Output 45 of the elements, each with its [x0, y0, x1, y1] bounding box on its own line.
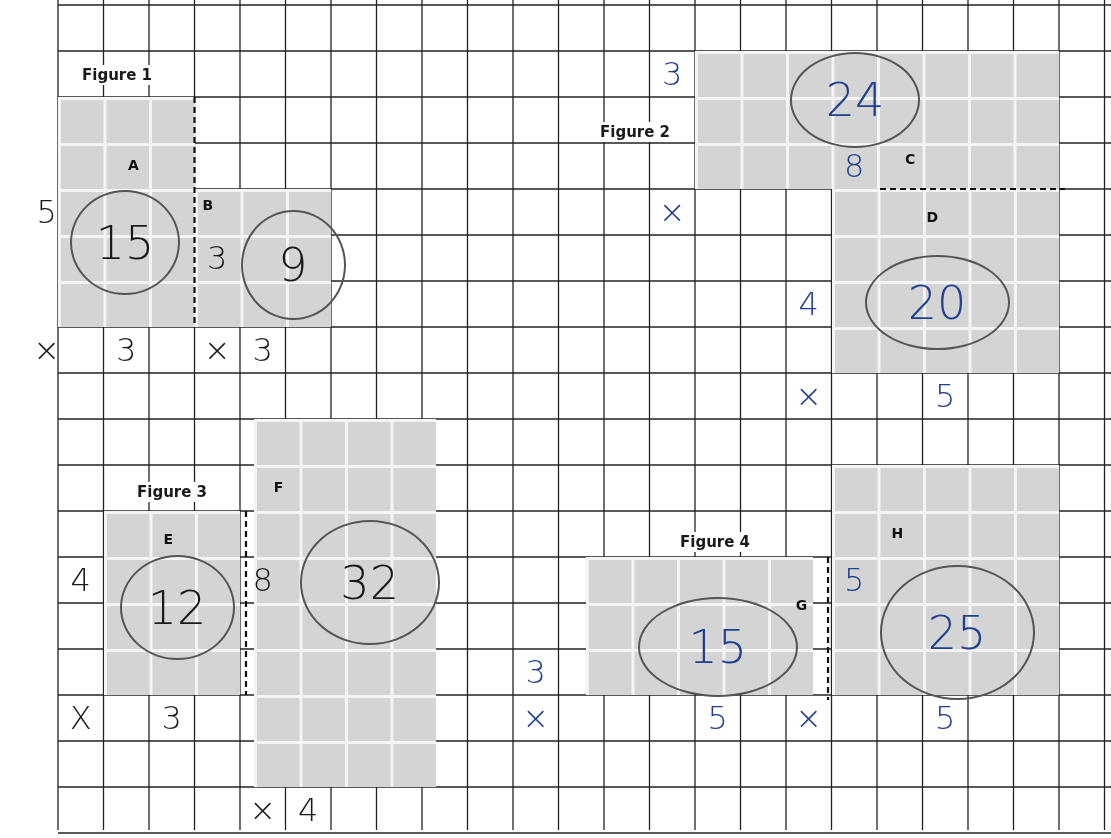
handwritten-note: 5 — [844, 561, 865, 599]
handwritten-note: 3 — [662, 55, 683, 93]
handwritten-note: 5 — [707, 699, 728, 737]
handwritten-note: 3 — [207, 239, 228, 277]
handwritten-note: 8 — [844, 147, 865, 185]
circled-number: 9 — [240, 210, 346, 320]
handwritten-note: 4 — [798, 285, 819, 323]
handwritten-note: × — [249, 791, 277, 829]
circled-number: 32 — [299, 520, 440, 645]
shaded-rectangle — [58, 97, 195, 327]
handwritten-note: 5 — [935, 699, 956, 737]
circled-number: 12 — [119, 555, 235, 660]
handwritten-note: 8 — [252, 561, 273, 599]
circled-number: 20 — [864, 255, 1010, 350]
handwritten-note: 5 — [935, 377, 956, 415]
handwritten-note: 4 — [70, 561, 91, 599]
handwritten-note: × — [203, 331, 231, 369]
handwritten-note: × — [795, 377, 823, 415]
area-letter: G — [795, 597, 808, 613]
area-letter: C — [905, 151, 916, 167]
shaded-rectangle — [585, 557, 814, 695]
circled-number: 15 — [70, 190, 180, 295]
area-letter: H — [891, 525, 904, 541]
handwritten-note: 3 — [525, 653, 546, 691]
handwritten-note: × — [795, 699, 823, 737]
area-letter: E — [163, 531, 174, 547]
handwritten-note: 5 — [36, 193, 57, 231]
handwritten-note: 4 — [298, 791, 319, 829]
figure-title: Figure 4 — [678, 532, 753, 552]
handwritten-note: 3 — [161, 699, 182, 737]
circled-number: 25 — [879, 565, 1035, 700]
handwritten-note: × — [658, 193, 686, 231]
handwritten-note: × — [33, 331, 61, 369]
shaded-rectangle — [831, 189, 1059, 373]
handwritten-note: 3 — [252, 331, 273, 369]
circled-number: 24 — [790, 52, 920, 148]
handwritten-note: × — [522, 699, 550, 737]
area-letter: A — [128, 157, 139, 173]
area-letter: B — [202, 197, 214, 213]
shaded-rectangle — [103, 511, 240, 695]
handwritten-note: X — [69, 699, 92, 737]
handwritten-note: 3 — [116, 331, 137, 369]
area-letter: F — [273, 479, 284, 495]
shaded-rectangle — [695, 51, 1059, 189]
area-letter: D — [926, 209, 939, 225]
